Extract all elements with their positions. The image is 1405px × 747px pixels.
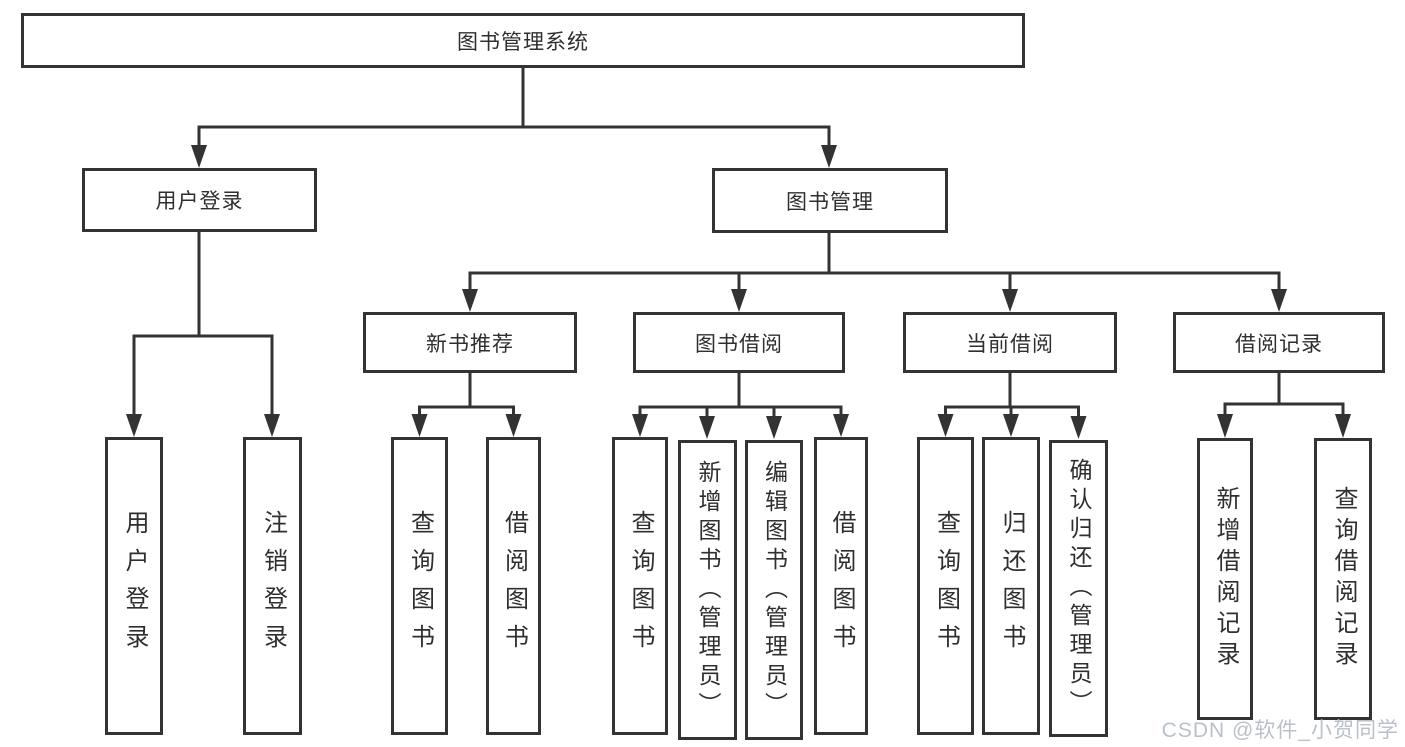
leaf-add-borrow-record-label: 新增借阅记录: [1212, 486, 1239, 672]
leaf-confirm-return-admin: 确认归还（管理员）: [1049, 440, 1108, 737]
node-new-book-recommend: 新书推荐: [363, 312, 577, 373]
leaf-query-borrow-record: 查询借阅记录: [1314, 438, 1372, 720]
leaf-borrow-books-2: 借阅图书: [814, 437, 868, 735]
node-borrow-records: 借阅记录: [1173, 312, 1385, 373]
leaf-query-books-2-label: 查询图书: [627, 510, 654, 662]
leaf-edit-book-admin-label: 编辑图书（管理员）: [761, 459, 788, 721]
leaf-borrow-books-1-label: 借阅图书: [500, 510, 528, 662]
leaf-return-book-label: 归还图书: [998, 510, 1025, 662]
node-book-borrow: 图书借阅: [633, 312, 845, 373]
leaf-borrow-books-1: 借阅图书: [486, 437, 541, 735]
leaf-add-book-admin-label: 新增图书（管理员）: [695, 459, 721, 721]
leaf-logout-label: 注销登录: [259, 510, 287, 662]
node-new-book-recommend-label: 新书推荐: [426, 332, 514, 356]
leaf-return-book: 归还图书: [982, 437, 1040, 735]
node-book-borrow-label: 图书借阅: [695, 332, 783, 356]
csdn-watermark: CSDN @软件_小贺同学: [1161, 719, 1399, 742]
leaf-confirm-return-admin-label: 确认归还（管理员）: [1066, 458, 1092, 719]
node-current-borrow-label: 当前借阅: [966, 332, 1054, 356]
leaf-query-books-1-label: 查询图书: [406, 510, 434, 662]
node-book-management-label: 图书管理: [786, 190, 874, 214]
leaf-edit-book-admin: 编辑图书（管理员）: [745, 440, 803, 740]
leaf-query-books-3: 查询图书: [917, 437, 974, 735]
leaf-add-book-admin: 新增图书（管理员）: [678, 440, 737, 740]
leaf-query-books-2: 查询图书: [612, 437, 668, 735]
node-user-login: 用户登录: [82, 168, 317, 232]
leaf-user-login-label: 用户登录: [121, 510, 148, 662]
node-book-management: 图书管理: [712, 168, 948, 233]
leaf-query-books-1: 查询图书: [391, 437, 448, 735]
leaf-logout: 注销登录: [243, 437, 302, 735]
node-user-login-label: 用户登录: [155, 190, 244, 213]
leaf-borrow-books-2-label: 借阅图书: [828, 510, 855, 662]
node-root: 图书管理系统: [21, 13, 1025, 68]
node-root-label: 图书管理系统: [457, 30, 589, 54]
leaf-user-login: 用户登录: [105, 437, 163, 735]
leaf-query-books-3-label: 查询图书: [932, 510, 960, 662]
leaf-query-borrow-record-label: 查询借阅记录: [1330, 486, 1357, 672]
node-borrow-records-label: 借阅记录: [1235, 332, 1323, 356]
node-current-borrow: 当前借阅: [903, 312, 1117, 373]
leaf-add-borrow-record: 新增借阅记录: [1197, 438, 1253, 720]
